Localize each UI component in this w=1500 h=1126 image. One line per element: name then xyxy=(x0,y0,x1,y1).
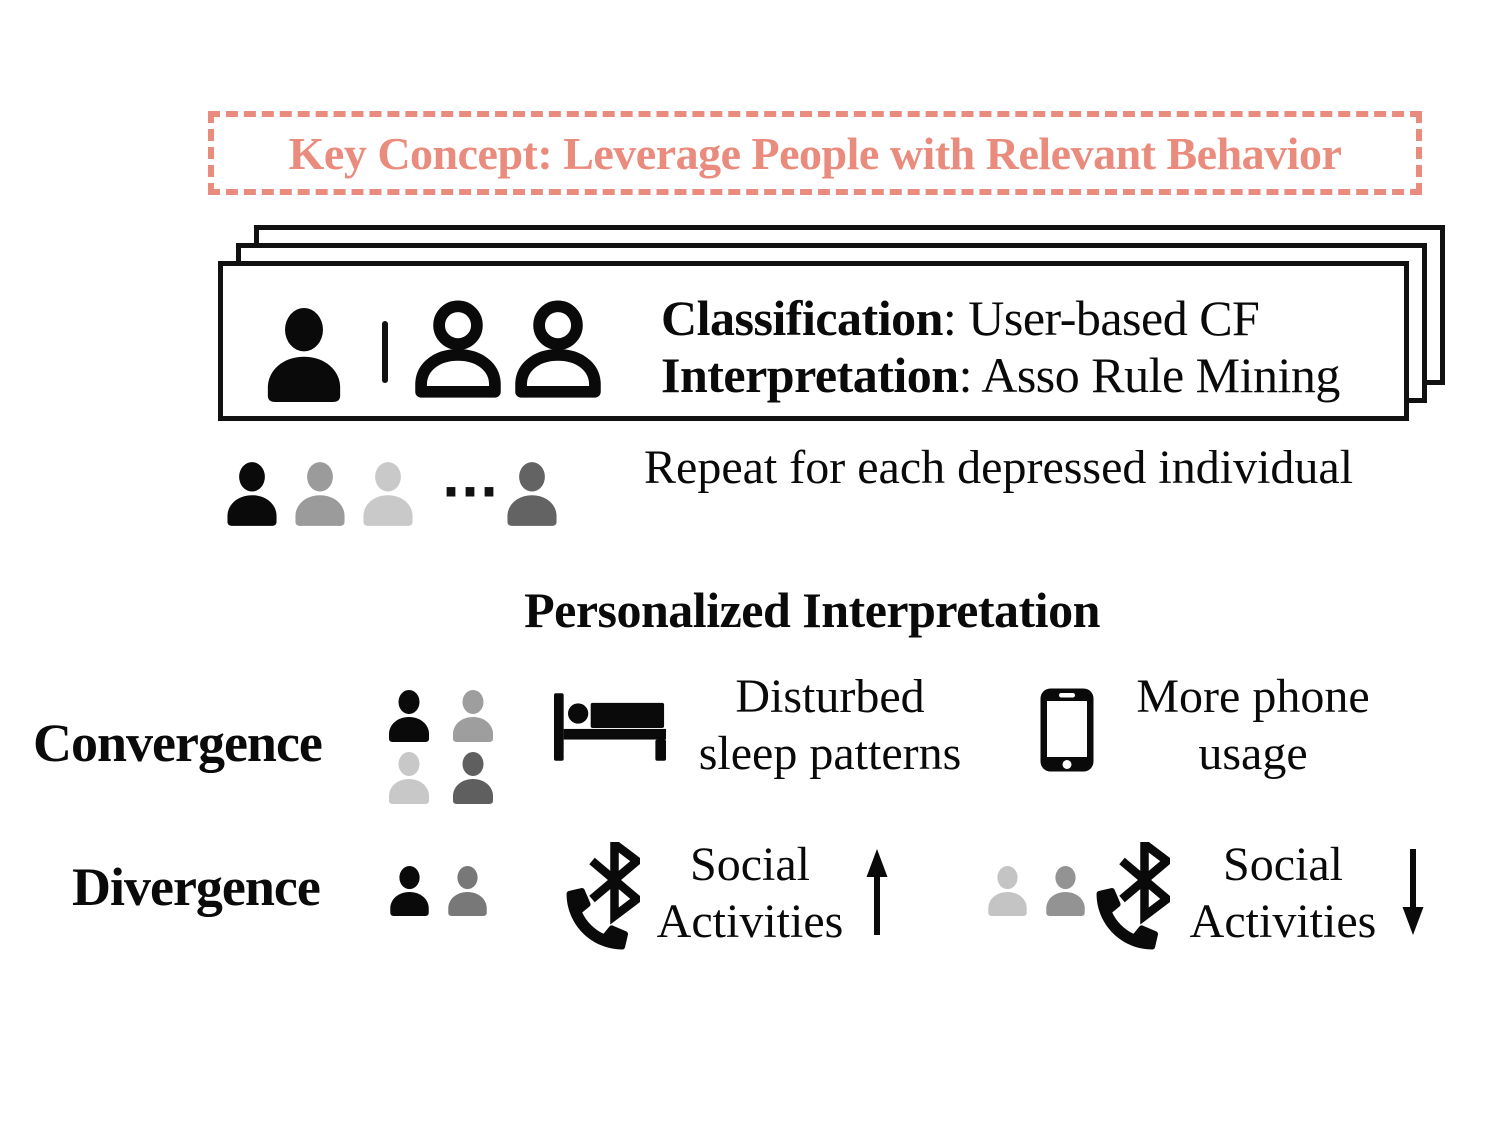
social-caption-line1: Social xyxy=(1223,838,1343,891)
phone-caption-line1: More phone xyxy=(1136,670,1370,723)
classification-line: Classification: User-based CF xyxy=(661,290,1340,347)
person-icon xyxy=(507,462,557,526)
person-icon xyxy=(389,752,429,804)
person-icon xyxy=(363,462,413,526)
sleep-caption: Disturbed sleep patterns xyxy=(699,668,962,782)
person-outline-icon xyxy=(513,300,603,399)
social-caption-line2: Activities xyxy=(656,895,844,948)
section-title: Personalized Interpretation xyxy=(524,582,1100,638)
person-icon xyxy=(448,866,487,916)
divergence-label: Divergence xyxy=(72,857,321,917)
person-icon xyxy=(389,690,429,742)
person-icon xyxy=(227,462,277,526)
social-caption-line1: Social xyxy=(690,838,810,891)
key-concept-banner: Key Concept: Leverage People with Releva… xyxy=(208,111,1422,195)
repeat-caption: Repeat for each depressed individual xyxy=(644,441,1354,494)
bluetooth-call-icon xyxy=(1095,842,1170,950)
phone-caption-line2: usage xyxy=(1198,727,1308,780)
smartphone-icon xyxy=(1040,688,1094,772)
person-icon xyxy=(1046,866,1085,916)
person-icon xyxy=(988,866,1027,916)
separator-bar xyxy=(382,321,388,383)
person-icon xyxy=(453,752,493,804)
method-card-front: Classification: User-based CF Interpreta… xyxy=(218,261,1409,421)
person-icon xyxy=(267,308,341,402)
interpretation-line: Interpretation: Asso Rule Mining xyxy=(661,347,1340,404)
key-concept-text: Key Concept: Leverage People with Releva… xyxy=(288,127,1342,179)
classification-value: : User-based CF xyxy=(942,290,1260,346)
phone-caption: More phone usage xyxy=(1136,668,1369,782)
social-caption-line2: Activities xyxy=(1189,895,1377,948)
sleep-caption-line1: Disturbed xyxy=(735,670,925,723)
person-icon xyxy=(295,462,345,526)
social-activities-caption: Social Activities xyxy=(657,836,844,950)
person-outline-icon xyxy=(413,300,503,399)
convergence-label: Convergence xyxy=(33,713,323,773)
bluetooth-call-icon xyxy=(565,842,640,950)
ellipsis-icon: ··· xyxy=(441,463,499,521)
person-icon xyxy=(453,690,493,742)
classification-label: Classification xyxy=(661,290,943,346)
interpretation-value: : Asso Rule Mining xyxy=(958,347,1341,403)
interpretation-label: Interpretation xyxy=(661,347,959,403)
social-activities-caption: Social Activities xyxy=(1190,836,1377,950)
bed-sleep-icon xyxy=(554,693,666,761)
method-card-text: Classification: User-based CF Interpreta… xyxy=(661,290,1340,404)
person-icon xyxy=(390,866,429,916)
sleep-caption-line2: sleep patterns xyxy=(698,727,962,780)
arrow-down-icon xyxy=(1402,849,1424,935)
arrow-up-icon xyxy=(866,849,888,935)
